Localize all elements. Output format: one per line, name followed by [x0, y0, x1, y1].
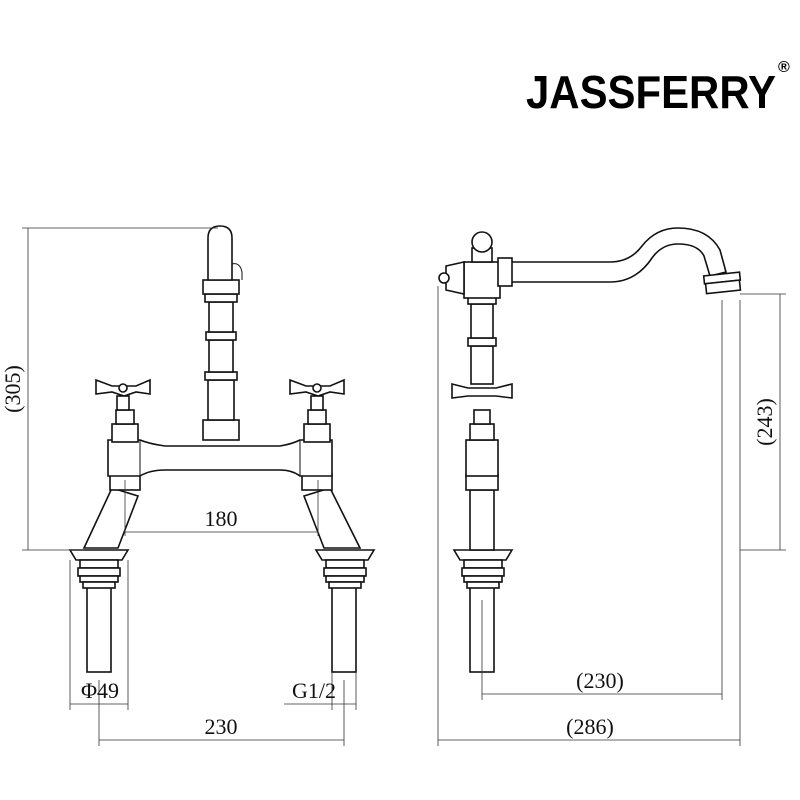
base-diameter-label: Φ49	[81, 678, 119, 703]
spout-center-dimension: 180	[124, 480, 319, 536]
side-view-faucet	[438, 227, 742, 673]
front-width-dimension: 230	[98, 680, 345, 746]
left-leg	[82, 487, 140, 549]
side-cross-handle	[451, 382, 513, 399]
brand-logo: JASSFERRY ®	[526, 59, 790, 118]
thread-dimension: G1/2	[284, 672, 357, 710]
front-height-label: (305)	[0, 365, 25, 413]
brand-name: JASSFERRY	[526, 66, 776, 118]
side-depth-dimension: (286)	[437, 286, 741, 746]
spout-height-dimension: (243)	[740, 293, 786, 551]
right-tail-pipe	[331, 579, 357, 673]
right-cross-handle	[289, 378, 345, 411]
spout-height-label: (243)	[752, 398, 777, 446]
right-leg	[302, 487, 362, 549]
left-valve-body	[111, 423, 139, 443]
front-width-label: 230	[205, 714, 238, 739]
spout-center-label: 180	[205, 506, 238, 531]
spout-reach-dimension: (230)	[481, 300, 723, 700]
left-tail-pipe	[86, 579, 112, 673]
side-hub	[463, 261, 501, 299]
right-valve-body	[303, 423, 331, 443]
center-column	[202, 225, 243, 441]
side-depth-label: (286)	[566, 714, 614, 739]
side-finial	[471, 231, 493, 253]
side-spout	[509, 227, 727, 283]
base-diameter-dimension: Φ49	[69, 560, 129, 710]
front-view-faucet	[68, 225, 376, 673]
right-locknut	[314, 549, 376, 589]
left-cross-handle	[95, 378, 151, 411]
left-locknut	[68, 549, 130, 589]
thread-label: G1/2	[292, 678, 336, 703]
registered-mark: ®	[778, 59, 790, 76]
front-height-dimension: (305)	[0, 227, 218, 551]
side-locknut	[452, 549, 514, 589]
spout-reach-label: (230)	[576, 668, 624, 693]
bridge-body	[107, 439, 333, 477]
